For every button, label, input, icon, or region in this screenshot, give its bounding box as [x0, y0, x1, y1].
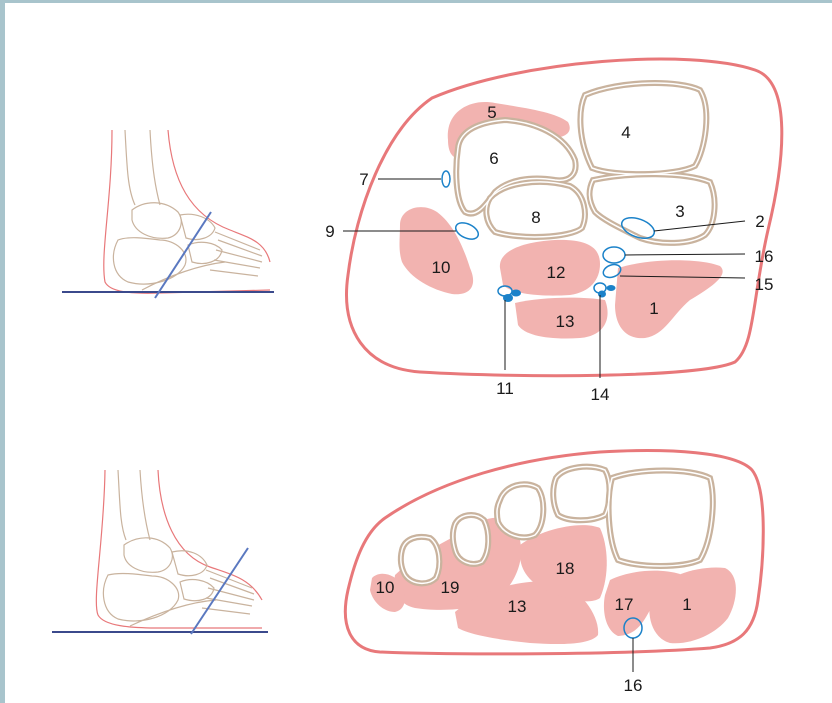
bone-cuboid	[609, 471, 713, 567]
vessel-7	[442, 171, 450, 187]
label-1-upper: 1	[649, 299, 658, 318]
label-2: 2	[755, 212, 764, 231]
bone-4	[580, 83, 706, 174]
foot-sketch-upper	[104, 130, 270, 293]
vessel-16-upper	[603, 247, 625, 263]
section-plane-lower	[191, 548, 248, 634]
label-10-lower: 10	[376, 578, 395, 597]
foot-sketch-lower	[96, 470, 262, 628]
label-19: 19	[441, 578, 460, 597]
label-17: 17	[615, 595, 634, 614]
label-5: 5	[487, 103, 496, 122]
label-3: 3	[675, 202, 684, 221]
label-6: 6	[489, 149, 498, 168]
label-4: 4	[621, 123, 630, 142]
label-12: 12	[547, 263, 566, 282]
label-13-lower: 13	[508, 597, 527, 616]
label-10-upper: 10	[432, 258, 451, 277]
label-15: 15	[755, 275, 774, 294]
label-9: 9	[325, 222, 334, 241]
label-7: 7	[359, 170, 368, 189]
muscle-1	[615, 260, 723, 338]
label-1-lower: 1	[682, 595, 691, 614]
label-8: 8	[531, 208, 540, 227]
label-13-upper: 13	[556, 312, 575, 331]
label-16-lower: 16	[624, 676, 643, 695]
label-11: 11	[496, 379, 514, 398]
bone-3	[589, 174, 714, 243]
muscle-10	[400, 207, 474, 294]
label-18: 18	[556, 559, 575, 578]
bone-cuneiform	[553, 467, 609, 521]
label-16-upper: 16	[755, 247, 774, 266]
label-14: 14	[591, 385, 610, 404]
